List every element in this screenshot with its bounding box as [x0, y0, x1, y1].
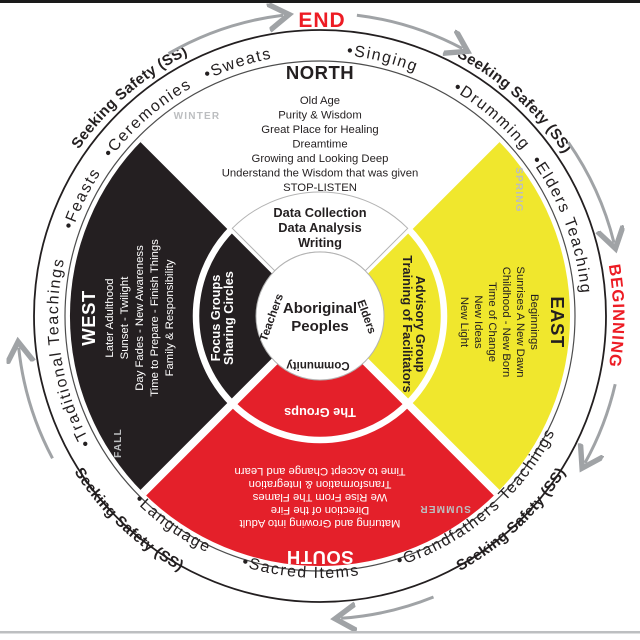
south-title: SOUTH	[286, 547, 353, 568]
south-quadrant-text: SOUTH SUMMER Maturing and Growing into A…	[234, 405, 470, 568]
west-title: WEST	[78, 290, 99, 346]
north-title: NORTH	[286, 62, 354, 83]
north-line: Purity & Wisdom	[278, 110, 362, 122]
south-line: Time to Accept Change and Learn	[234, 465, 405, 477]
south-ring-line: The Groups	[284, 405, 356, 420]
arrow-left	[19, 348, 54, 460]
east-title: EAST	[547, 296, 568, 348]
east-line: Time of Change	[486, 282, 498, 362]
west-quadrant-text: WEST FALL Later Adulthood Sunset - Twili…	[78, 239, 236, 458]
band-outer-circle	[33, 29, 607, 603]
west-line: Time to Prepare - Finish Things	[149, 239, 161, 397]
beginning-label: BEGINNING	[605, 263, 626, 369]
svg-text:BEGINNING: BEGINNING	[605, 263, 627, 369]
west-ring-line: Sharing Circles	[221, 271, 236, 365]
west-line: Day Fades - New Awareness	[134, 245, 146, 391]
north-line: STOP-LISTEN	[283, 182, 357, 194]
west-season-fall: FALL	[113, 428, 124, 458]
north-line: Great Place for Healing	[261, 124, 378, 136]
arrow-right-lower	[585, 383, 617, 463]
east-quadrant-text: EAST SPRING Beginnings Sunrises A New Da…	[400, 167, 568, 392]
south-line: Direction of the Fire	[271, 504, 370, 516]
north-quadrant-text: NORTH WINTER Old Age Purity & Wisdom Gre…	[174, 62, 419, 250]
east-line: Beginnings	[528, 294, 540, 350]
top-border-line	[0, 0, 640, 3]
west-line: Family & Responsibility	[164, 259, 176, 376]
end-label: END	[298, 9, 345, 32]
arrow-top-left	[167, 15, 284, 55]
east-ring-line: Training of Facilitators	[400, 255, 415, 392]
east-line: Sunrises A New Dawn	[514, 266, 526, 377]
east-line: New Light	[458, 297, 470, 348]
north-line: Dreamtime	[292, 139, 347, 151]
arrow-top-right	[356, 13, 462, 48]
wheel-quadrants	[33, 29, 607, 603]
north-ring-line: Data Analysis	[278, 220, 361, 235]
center-circle	[255, 251, 385, 381]
east-season-spring: SPRING	[513, 167, 524, 213]
north-season-winter: WINTER	[174, 111, 221, 122]
arrow-bottom	[341, 595, 435, 618]
arrow-right-upper	[566, 141, 614, 243]
east-ring-line: Advisory Group	[413, 276, 428, 373]
west-ring-line: Focus Groups	[208, 275, 223, 362]
south-season-summer: SUMMER	[419, 503, 471, 514]
flow-arrows	[19, 15, 616, 618]
center-label-line1: Aboriginal	[283, 300, 357, 317]
west-line: Later Adulthood	[104, 278, 116, 357]
east-line: Childhood - New Born	[500, 267, 512, 378]
north-ring-line: Writing	[298, 235, 342, 250]
center-community-label: Community	[286, 359, 350, 371]
north-line: Growing and Looking Deep	[252, 153, 389, 165]
north-line: Understand the Wisdom that was given	[222, 168, 419, 180]
south-line: Maturing and Growing into Adult	[239, 517, 401, 529]
west-line: Sunset - Twilight	[119, 276, 131, 360]
south-line: Transformation & Integration	[249, 478, 392, 490]
north-line: Old Age	[300, 95, 340, 107]
center-label-line2: Peoples	[291, 318, 349, 335]
east-line: New Ideas	[472, 295, 484, 349]
band-inner-circle	[64, 60, 576, 572]
north-ring-line: Data Collection	[273, 205, 366, 220]
south-line: We Rise From The Flames	[252, 491, 387, 503]
bottom-border-line	[0, 631, 640, 634]
